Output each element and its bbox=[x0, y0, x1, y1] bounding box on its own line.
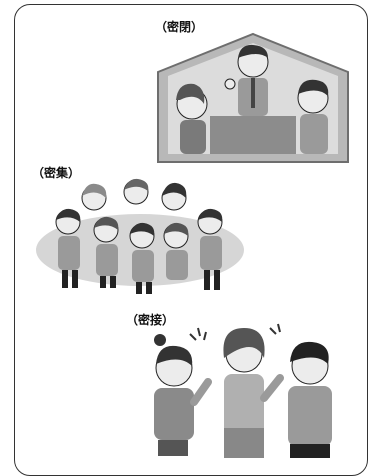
crowded-place-illustration bbox=[36, 178, 244, 294]
label-close-contact: （密接） bbox=[126, 313, 175, 327]
closed-space-illustration bbox=[157, 32, 349, 163]
close-contact-illustration bbox=[154, 323, 332, 458]
label-crowded-place: （密集） bbox=[32, 166, 81, 180]
label-closed-space: （密閉） bbox=[155, 20, 204, 34]
